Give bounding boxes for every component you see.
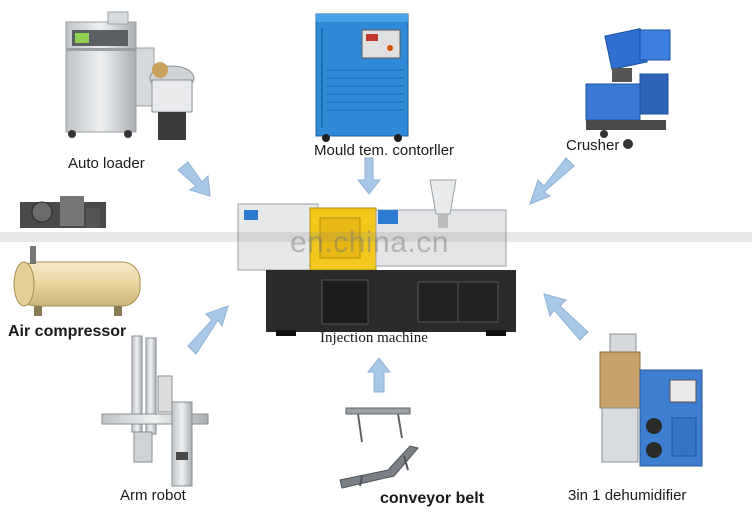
injection-machine-image — [237, 179, 516, 336]
label-mould-controller: Mould tem. contorller — [314, 142, 455, 159]
conveyor-belt-image — [339, 407, 419, 489]
mould-controller-image — [315, 13, 409, 142]
air-compressor-image — [13, 196, 141, 316]
crusher-image — [585, 28, 671, 149]
label-injection-machine: Injection machine — [320, 330, 428, 346]
label-arm-robot: Arm robot — [120, 487, 186, 504]
arrow-to-arm-robot — [187, 305, 229, 355]
flow-arrows — [177, 157, 589, 393]
dehumidifier-image — [599, 333, 703, 467]
watermark: en.china.cn — [290, 226, 449, 259]
arrow-from-crusher — [529, 157, 575, 205]
label-air-compressor: Air compressor — [8, 323, 127, 340]
label-dehumidifier: 3in 1 dehumidifier — [568, 487, 687, 504]
arm-robot-image — [101, 335, 209, 487]
arrow-from-mould-controller — [356, 157, 382, 195]
arrow-from-dehumidifier — [543, 293, 589, 341]
arrow-from-auto-loader — [177, 161, 211, 197]
label-conveyor-belt: conveyor belt — [380, 490, 485, 507]
auto-loader-image — [65, 11, 195, 140]
label-auto-loader: Auto loader — [68, 155, 145, 172]
label-crusher: Crusher — [566, 137, 620, 154]
arrow-from-conveyor — [366, 357, 392, 393]
